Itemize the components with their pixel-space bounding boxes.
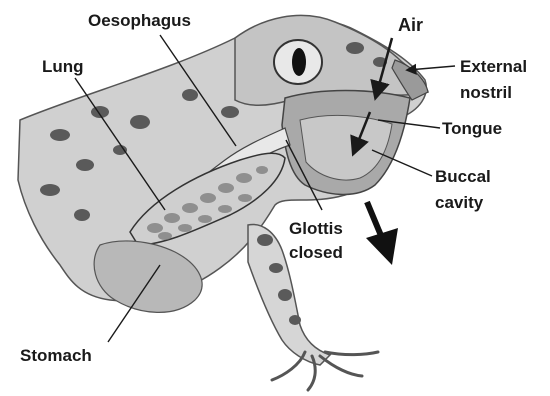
label-tongue: Tongue (442, 119, 502, 138)
label-lung: Lung (42, 57, 84, 76)
label-oesophagus: Oesophagus (88, 11, 191, 30)
big-down-arrow (366, 202, 398, 265)
label-buccal-1: Buccal (435, 167, 491, 186)
label-glottis-1: Glottis (289, 219, 343, 238)
label-glottis-2: closed (289, 243, 343, 262)
label-external-nostril-2: nostril (460, 83, 512, 102)
label-air: Air (398, 15, 423, 35)
label-external-nostril-1: External (460, 57, 527, 76)
label-stomach: Stomach (20, 346, 92, 365)
label-buccal-2: cavity (435, 193, 484, 212)
eye-pupil (292, 48, 306, 76)
